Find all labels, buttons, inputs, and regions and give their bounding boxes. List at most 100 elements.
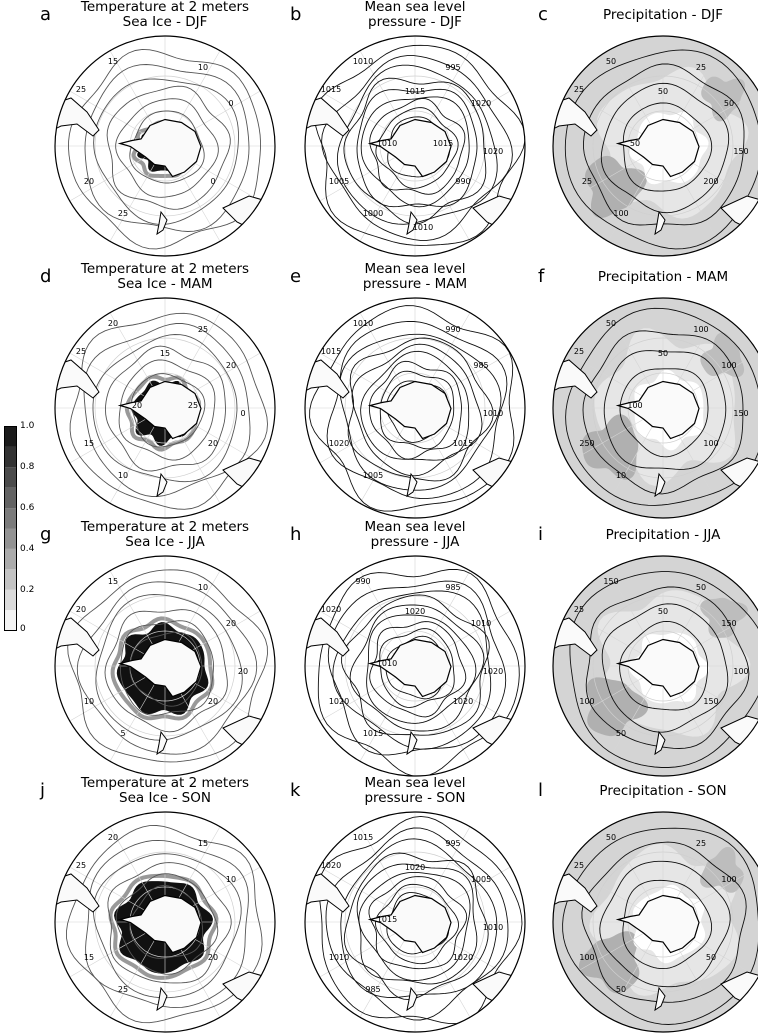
contour-label: 15 [160, 349, 170, 358]
contour-line [583, 63, 745, 226]
panel-title-line-2: Sea Ice - SON [119, 790, 211, 806]
colorbar-gradient [4, 426, 17, 631]
contour-label: 25 [574, 861, 584, 870]
contour-line [356, 88, 478, 208]
contour-label: 5 [120, 729, 125, 738]
contour-line [93, 78, 239, 225]
contour-label: 250 [579, 439, 594, 448]
contour-label: 1010 [329, 953, 349, 962]
contour-label: 0 [210, 177, 215, 186]
contour-label: 1005 [363, 471, 383, 480]
colorbar-segment [4, 508, 17, 529]
contour-line [332, 590, 492, 750]
contour-label: 1010 [413, 223, 433, 232]
contour-label: 100 [703, 439, 718, 448]
antarctica-coastline [117, 380, 202, 440]
precip-field [700, 332, 745, 378]
contour-line [129, 110, 205, 184]
panel-title-line-1: Mean sea level [364, 0, 466, 15]
contour-label: 20 [76, 605, 86, 614]
contour-label: 10 [118, 471, 128, 480]
contour-label: 0 [240, 409, 245, 418]
contour-line [341, 594, 490, 736]
map-boundary [54, 297, 276, 519]
contour-label: 1020 [483, 147, 503, 156]
contour-label: 200 [703, 177, 718, 186]
contour-line [366, 614, 477, 724]
contour-label: 50 [696, 583, 706, 592]
contour-label: 50 [606, 319, 616, 328]
panel-letter: b [290, 4, 302, 25]
contour-label: 25 [188, 401, 198, 410]
contour-label: 1000 [363, 209, 383, 218]
contour-line [622, 879, 713, 970]
contour-label: 50 [724, 99, 734, 108]
antarctica-coastline [615, 638, 700, 698]
contour-label: 100 [627, 401, 642, 410]
contour-label: 50 [658, 349, 668, 358]
contour-label: 15 [84, 953, 94, 962]
contour-line [375, 107, 459, 189]
contour-label: 10 [226, 875, 236, 884]
contour-label: 1020 [321, 605, 341, 614]
contour-line [129, 631, 203, 707]
contour-label: 985 [365, 985, 380, 994]
map-boundary [552, 35, 758, 257]
panel-letter: a [40, 4, 52, 25]
contour-label: 1020 [405, 863, 425, 872]
panel-letter: l [538, 780, 544, 801]
contour-label: 1020 [471, 99, 491, 108]
contour-line [67, 569, 268, 763]
contour-label: 995 [445, 839, 460, 848]
contour-line [317, 568, 520, 776]
contour-label: 20 [108, 319, 118, 328]
panel-title-line-1: Temperature at 2 meters [80, 519, 250, 535]
contour-line [356, 863, 478, 985]
colorbar-segment [4, 528, 17, 549]
panel-letter: g [40, 524, 52, 545]
contour-line [379, 370, 455, 450]
panel-letter: i [538, 524, 544, 545]
sea-ice-colorbar: 1.0 0.8 0.6 0.4 0.2 0 [4, 421, 44, 634]
new-zealand-coastline [654, 472, 666, 498]
antarctica-coastline [615, 118, 700, 178]
new-zealand-coastline [156, 730, 168, 756]
contour-line [349, 604, 485, 732]
colorbar-segment [4, 426, 17, 447]
panel-title-line-2: pressure - SON [364, 790, 466, 806]
contour-line [581, 841, 747, 1003]
panel-title-line-1: Temperature at 2 meters [80, 775, 250, 791]
contour-label: 25 [574, 605, 584, 614]
new-zealand-coastline [654, 210, 666, 236]
contour-label: 15 [84, 439, 94, 448]
new-zealand-coastline [156, 472, 168, 498]
contour-label: 150 [603, 577, 618, 586]
contour-line [118, 359, 216, 461]
antarctica-coastline [367, 380, 452, 440]
contour-label: 1020 [405, 607, 425, 616]
contour-line [351, 343, 483, 477]
colorbar-segment [4, 467, 17, 488]
contour-label: 15 [108, 577, 118, 586]
contour-label: 1015 [433, 139, 453, 148]
colorbar-segment [4, 487, 17, 509]
colorbar-tick-label: 0.4 [20, 544, 35, 554]
panel-letter: c [538, 4, 548, 25]
contour-label: 100 [613, 209, 628, 218]
panel-title-line-1: Mean sea level [364, 519, 466, 535]
map-boundary [304, 35, 526, 257]
contour-label: 10 [84, 697, 94, 706]
contour-label: 150 [721, 619, 736, 628]
antarctica-coastline [117, 638, 202, 698]
contour-label: 1010 [377, 659, 397, 668]
map-boundary [54, 35, 276, 257]
